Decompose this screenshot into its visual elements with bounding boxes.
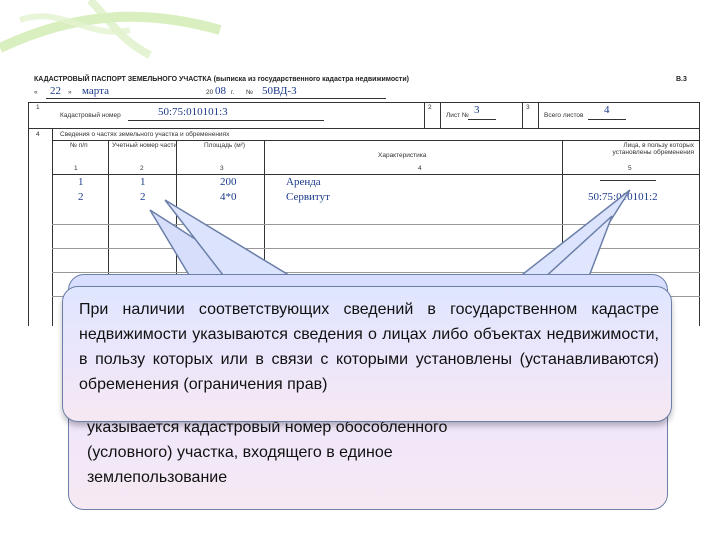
table-row-1-part: 1: [140, 176, 146, 188]
callout-back-line1: указывается кадастровый номер обособленн…: [87, 419, 448, 436]
table-row-2-num: 2: [78, 191, 84, 203]
date-year-suffix: г.: [231, 89, 235, 96]
col-header-num: № п/п: [70, 142, 88, 149]
row1-number: 1: [36, 104, 40, 111]
table-row-2-desc: Сервитут: [286, 191, 330, 203]
section-number: 4: [36, 131, 40, 138]
number-label: №: [246, 89, 253, 96]
table-row-2-area: 4*0: [220, 191, 237, 203]
callout-front-text: При наличии соответствующих сведений в г…: [79, 301, 659, 393]
sheet-label: Лист №: [446, 112, 469, 119]
date-year-prefix: 20: [206, 89, 214, 96]
cadastral-label: Кадастровый номер: [60, 112, 121, 119]
date-year: 08: [215, 85, 226, 97]
cadastral-value: 50:75:010101:3: [158, 106, 228, 118]
callout-back-line2: (условного) участка, входящего в единое: [87, 444, 393, 461]
decorative-swirl: [0, 0, 222, 59]
total-label: Всего листов: [544, 112, 584, 119]
table-row-1-desc: Аренда: [286, 176, 321, 188]
date-day: 22: [50, 85, 61, 97]
total-value: 4: [604, 104, 610, 116]
table-row-1-area: 200: [220, 176, 237, 188]
number-value: 50ВД-3: [262, 85, 297, 97]
row2-number: 2: [428, 104, 432, 111]
col-header-part: Учетный номер части: [112, 142, 178, 149]
form-title: КАДАСТРОВЫЙ ПАСПОРТ ЗЕМЕЛЬНОГО УЧАСТКА (…: [34, 76, 409, 83]
callout-encumbrance-note: При наличии соответствующих сведений в г…: [62, 286, 672, 422]
callout-back-line3: землепользование: [87, 469, 228, 486]
table-row-1-num: 1: [78, 176, 84, 188]
col-header-who: Лица, в пользу которых установлены обрем…: [612, 142, 694, 156]
section-title: Сведения о частях земельного участка и о…: [60, 131, 230, 138]
col-header-area: Площадь (м²): [204, 142, 246, 149]
date-month: марта: [82, 85, 109, 97]
row3-number: 3: [526, 104, 530, 111]
cadastral-passport-form: КАДАСТРОВЫЙ ПАСПОРТ ЗЕМЕЛЬНОГО УЧАСТКА (…: [28, 76, 700, 326]
form-code: В.3: [676, 76, 687, 83]
col-header-desc: Характеристика: [378, 152, 427, 159]
sheet-value: 3: [474, 104, 480, 116]
table-row-2-part: 2: [140, 191, 146, 203]
